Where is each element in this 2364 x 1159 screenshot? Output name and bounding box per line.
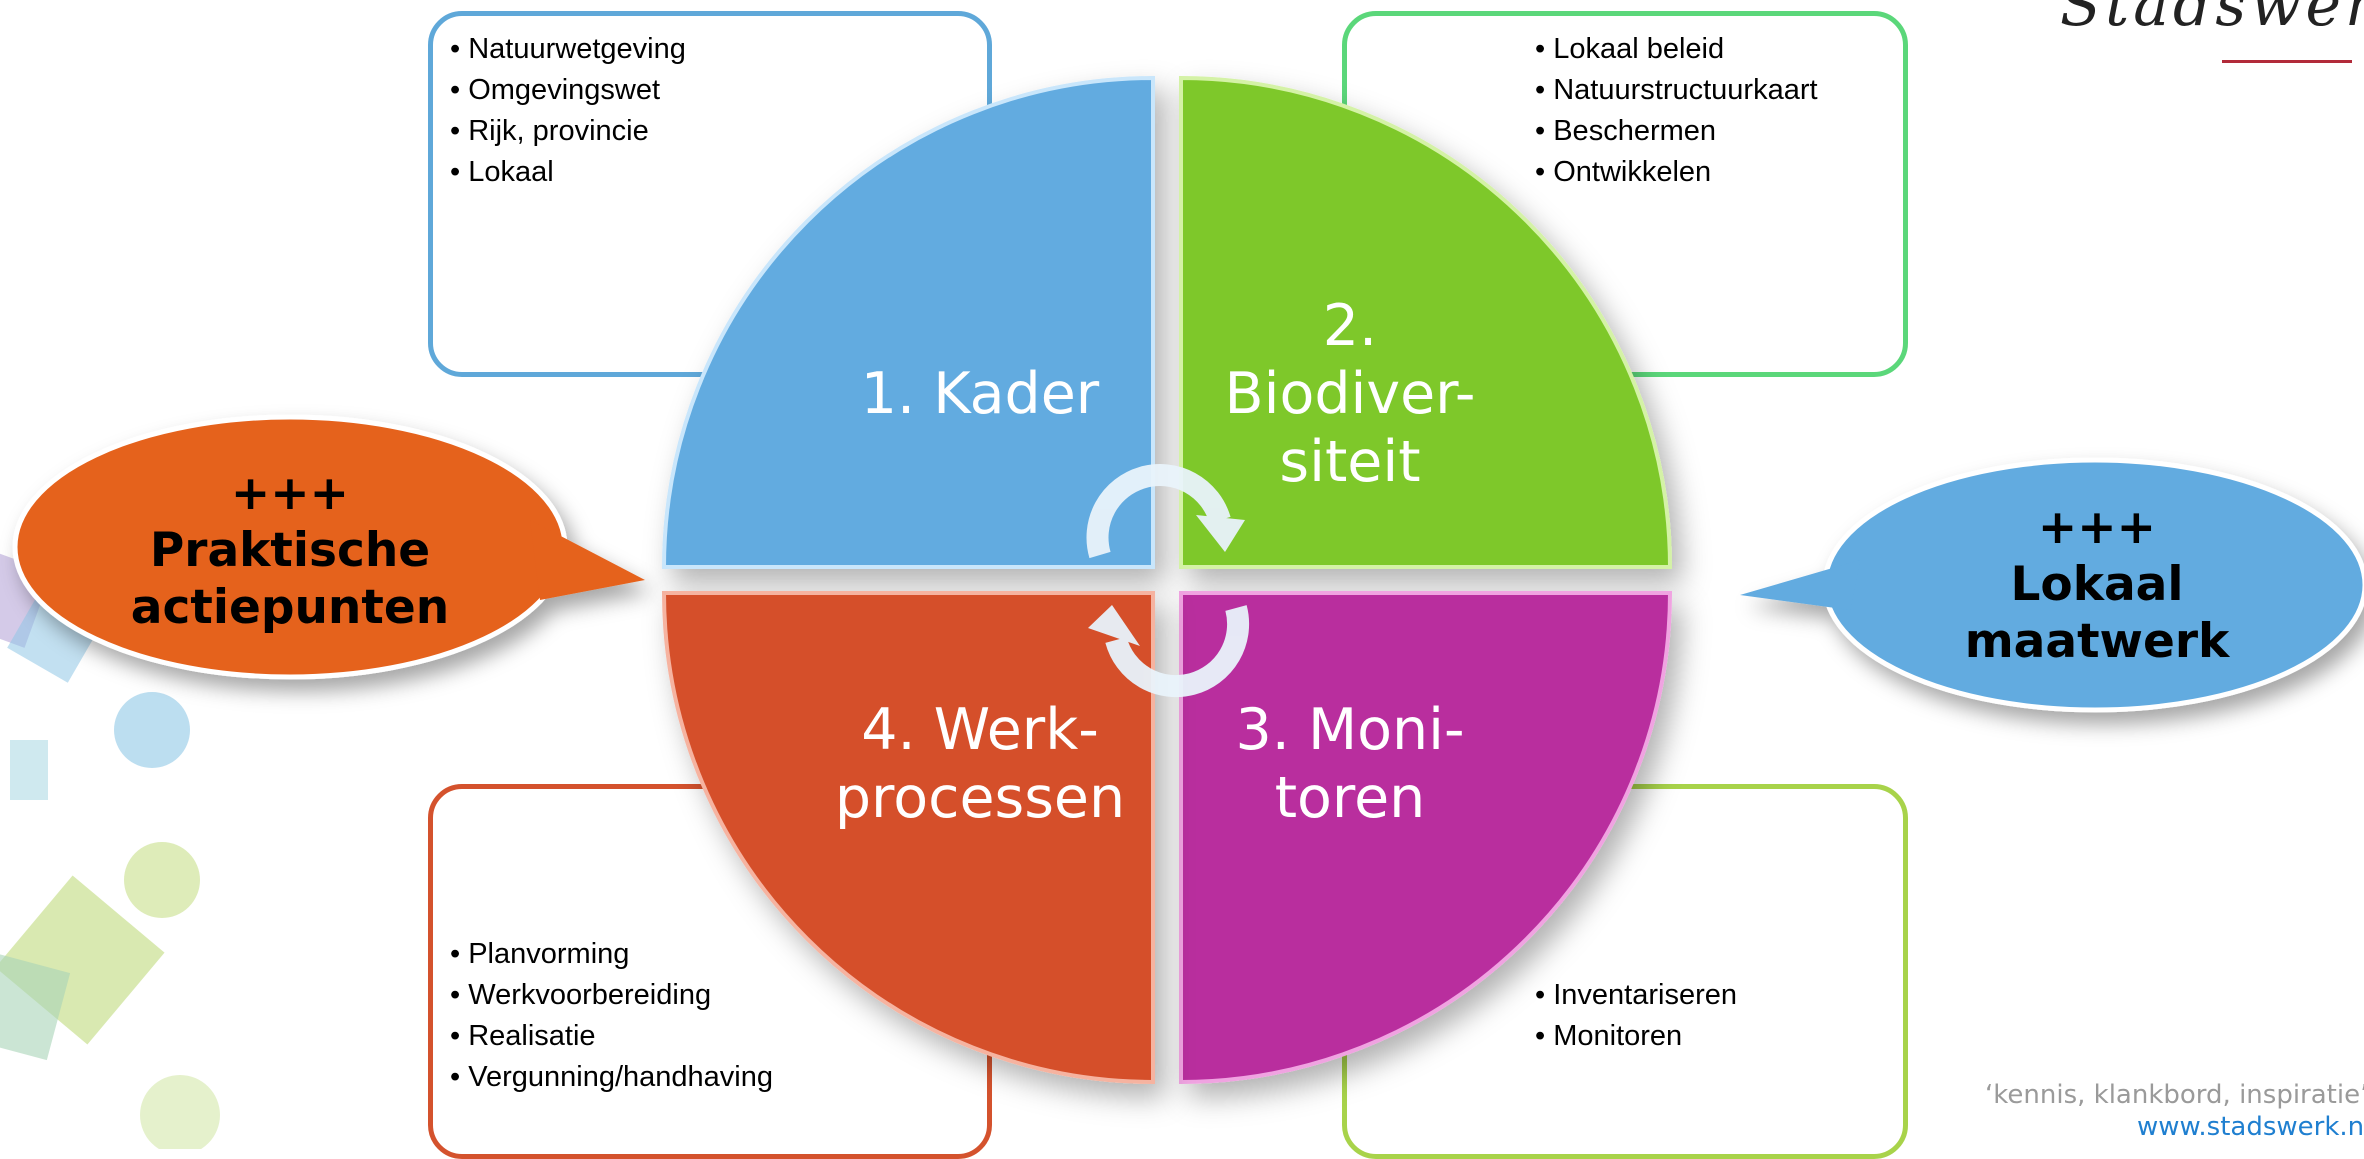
kader-list: Natuurwetgeving Omgevingswet Rijk, provi…: [450, 29, 686, 193]
list-item: Natuurwetgeving: [450, 29, 686, 70]
quadrant-label-biodiversiteit: 2. Biodiver- siteit: [1210, 292, 1490, 496]
bubble-line: actiepunten: [130, 580, 450, 635]
deco-green-square: [0, 949, 71, 1061]
footer-tagline: ‘kennis, klankbord, inspiratie’: [1985, 1080, 2364, 1110]
list-item: Omgevingswet: [450, 70, 686, 111]
label-line: 2.: [1322, 293, 1378, 359]
label-line: 4. Werk-: [861, 697, 1099, 763]
bubble-line: Lokaal: [2010, 557, 2184, 612]
quadrant-label-werkprocessen: 4. Werk- processen: [830, 696, 1130, 832]
quadrant-monitoren: [1179, 591, 1673, 1085]
cycle-arrows-icon: [1086, 464, 1250, 698]
list-item: Lokaal beleid: [1535, 29, 1818, 70]
list-item: Inventariseren: [1535, 975, 1737, 1016]
list-item: Natuurstructuurkaart: [1535, 70, 1817, 111]
werkprocessen-list: Planvorming Werkvoorbereiding Realisatie…: [450, 934, 773, 1098]
deco-teal-square: [10, 740, 48, 800]
monitoren-list: Inventariseren Monitoren: [1535, 975, 1737, 1057]
list-item: Ontwikkelen: [1535, 152, 1818, 193]
label-line: Biodiver-: [1224, 361, 1476, 427]
label-line: 1. Kader: [860, 361, 1100, 427]
quadrant-label-kader: 1. Kader: [840, 360, 1120, 428]
list-item: Planvorming: [450, 934, 773, 975]
bubble-line: +++: [2037, 500, 2157, 555]
deco-green-circle: [124, 842, 200, 918]
bubble-left-text: +++ Praktische actiepunten: [90, 465, 490, 636]
bubble-right: [1740, 457, 2364, 713]
list-item: Lokaal: [450, 152, 686, 193]
list-item: Beschermen: [1535, 111, 1818, 152]
biodiversiteit-list: Lokaal beleid Natuurstructuurkaart Besch…: [1535, 29, 1818, 193]
bubble-line: Praktische: [149, 523, 431, 578]
list-item: Realisatie: [450, 1016, 773, 1057]
quadrant-kader: [661, 75, 1155, 569]
deco-blue-circle: [114, 692, 190, 768]
label-line: siteit: [1279, 429, 1421, 495]
bubble-line: maatwerk: [1964, 614, 2230, 669]
bubble-left: [12, 414, 645, 680]
quadrant-werkprocessen: [661, 591, 1155, 1085]
brand-logo: Stadswerk: [2060, 0, 2364, 40]
brand-underline: [2222, 60, 2352, 63]
list-item: Werkvoorbereiding: [450, 975, 773, 1016]
quadrant-label-monitoren: 3. Moni- toren: [1210, 696, 1490, 832]
deco-light-circle: [140, 1075, 220, 1149]
label-line: processen: [834, 765, 1126, 831]
list-item: Rijk, provincie: [450, 111, 686, 152]
quadrant-biodiversiteit: [1179, 75, 1673, 569]
bubble-right-text: +++ Lokaal maatwerk: [1897, 499, 2297, 670]
decorative-shapes: [0, 552, 220, 1149]
label-line: toren: [1274, 765, 1426, 831]
list-item: Monitoren: [1535, 1016, 1737, 1057]
list-item: Vergunning/handhaving: [450, 1057, 773, 1098]
label-line: 3. Moni-: [1235, 697, 1465, 763]
footer-url[interactable]: www.stadswerk.nl: [2137, 1112, 2364, 1142]
bubble-line: +++: [230, 466, 350, 521]
